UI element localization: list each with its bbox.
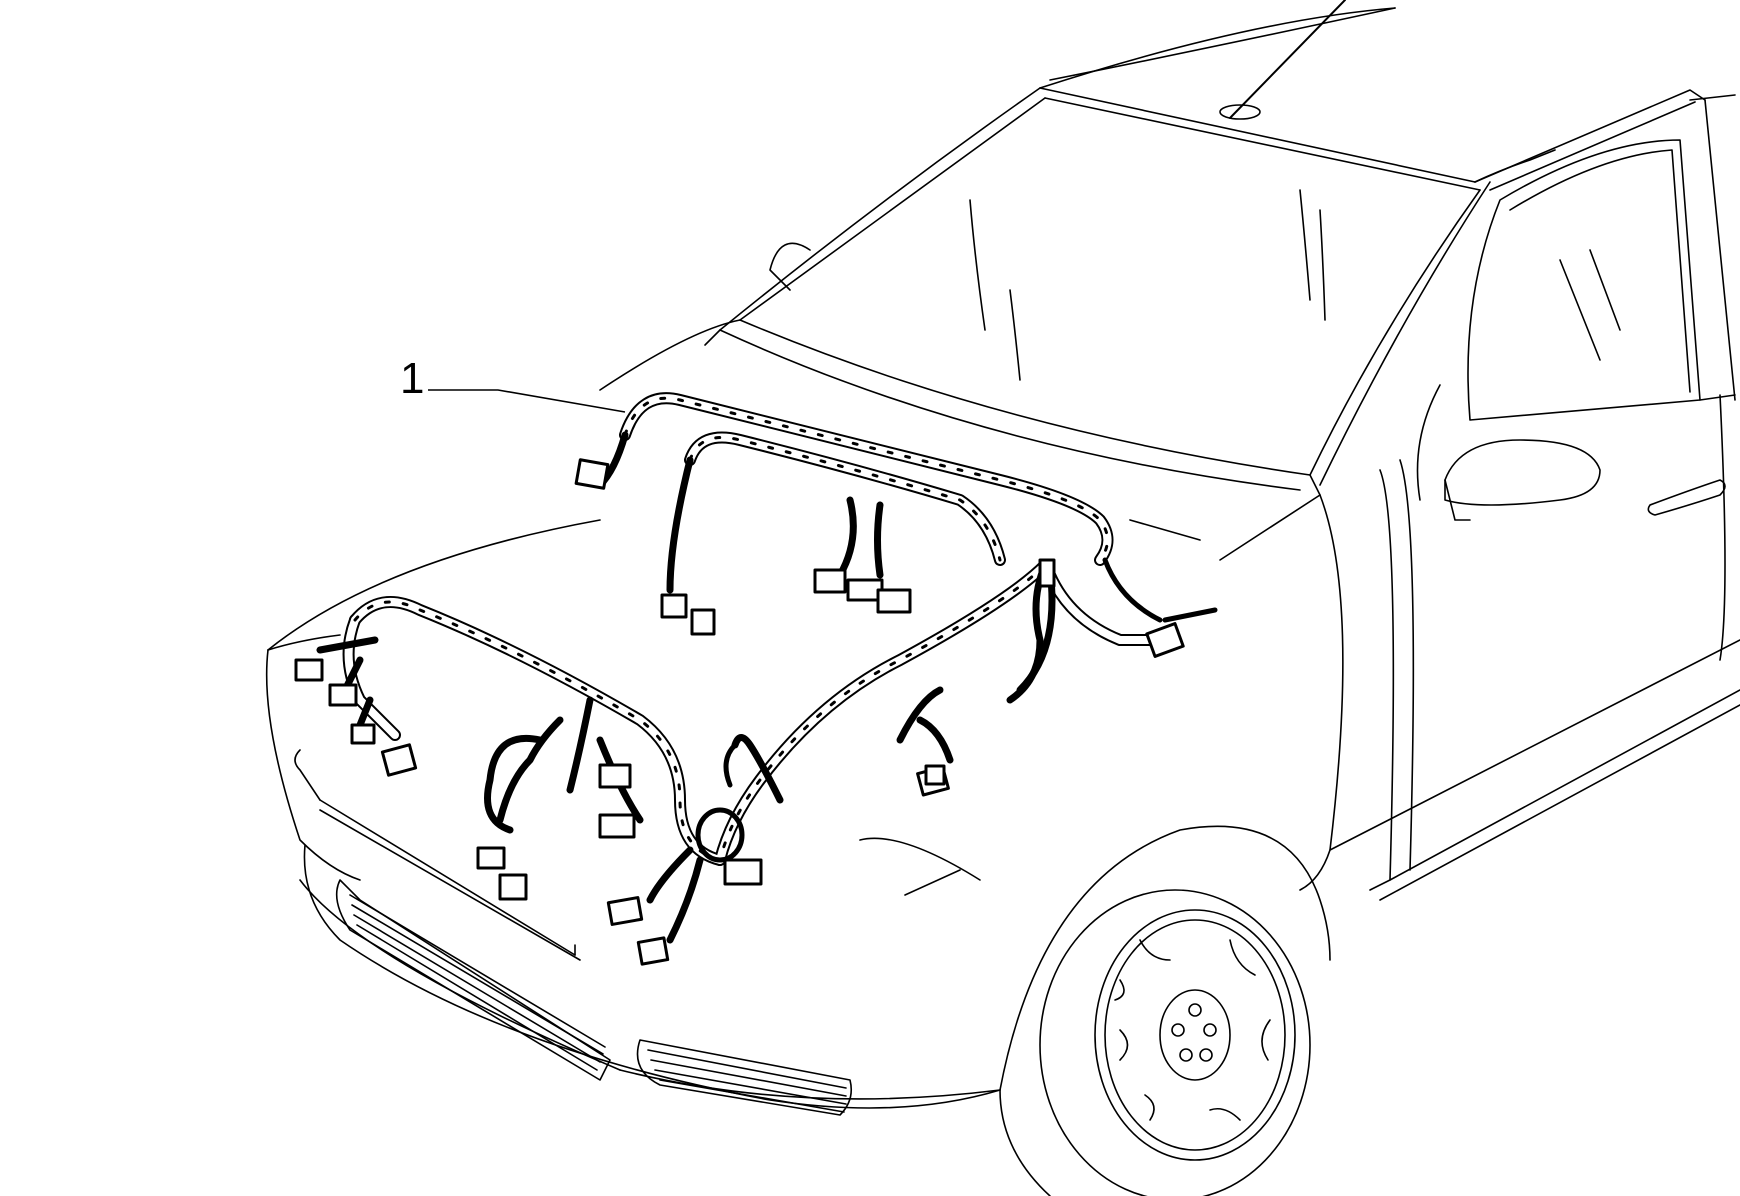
hood-front <box>267 634 341 651</box>
lower-grille <box>335 879 853 1116</box>
roof-line-inner <box>1049 7 1396 81</box>
hood-left-edge <box>599 319 741 391</box>
front-fender <box>1299 494 1344 891</box>
wiring-harness <box>294 392 1218 966</box>
door-handle <box>1647 479 1726 516</box>
side-mirror <box>1444 439 1601 506</box>
wheel-hubcap <box>1039 889 1311 1196</box>
callout-1: 1 <box>400 354 626 413</box>
side-window <box>1467 139 1701 421</box>
wheel-arch <box>999 825 1331 1091</box>
front-bumper <box>303 844 1001 1109</box>
connector <box>294 458 1185 966</box>
windshield-top <box>1039 87 1476 183</box>
antenna-base <box>1219 104 1261 120</box>
callout-number: 1 <box>400 354 424 403</box>
antenna <box>1229 0 1346 119</box>
windshield-bottom <box>739 319 1311 476</box>
leader-line <box>428 389 626 413</box>
windshield-left <box>719 87 1041 331</box>
bumper-top <box>265 649 361 881</box>
car-outline <box>265 0 1740 1196</box>
windshield-right <box>1309 189 1481 476</box>
